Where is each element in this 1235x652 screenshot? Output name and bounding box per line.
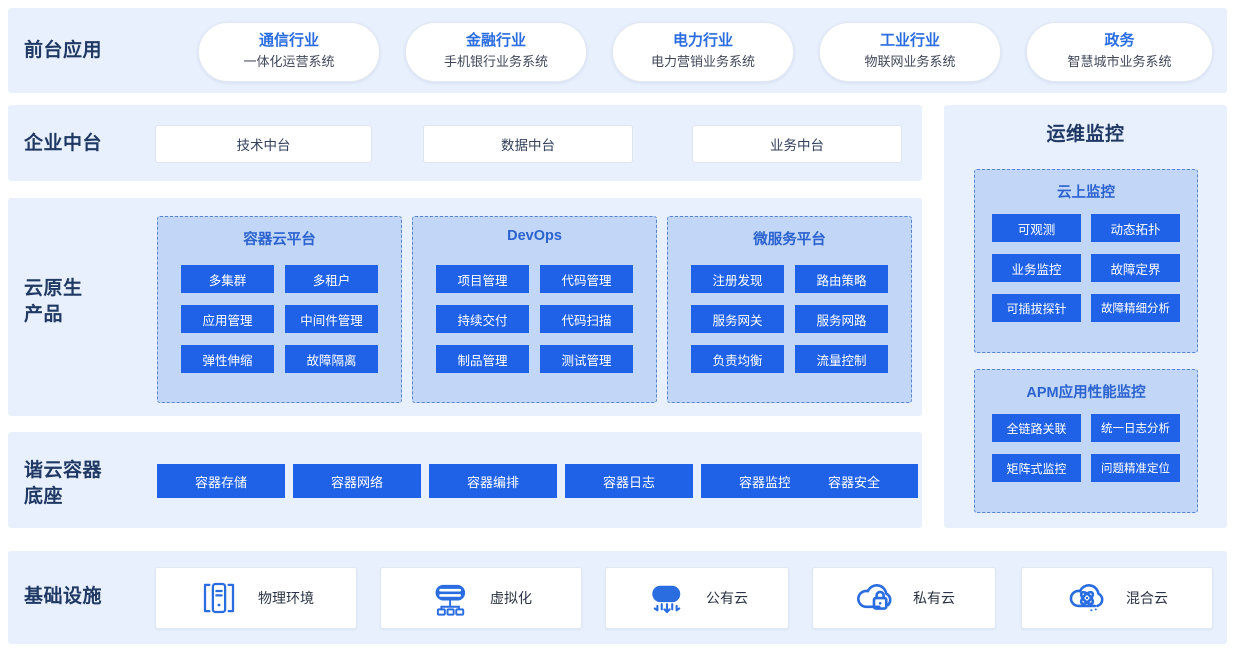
mon-tile[interactable]: 可插拔探针 xyxy=(992,294,1081,322)
front-app-title: 工业行业 xyxy=(879,32,940,50)
cn-tile[interactable]: 中间件管理 xyxy=(285,305,378,333)
infrastructure-card-physical[interactable]: 物理环境 xyxy=(155,567,357,629)
cn-tile[interactable]: 多租户 xyxy=(285,265,378,293)
infrastructure-card-virtualization[interactable]: 虚拟化 xyxy=(380,567,582,629)
group-title: DevOps xyxy=(507,228,562,244)
base-tile[interactable]: 容器编排 xyxy=(429,464,557,498)
mon-tile[interactable]: 动态拓扑 xyxy=(1091,214,1180,242)
apm-tile[interactable]: 统一日志分析 xyxy=(1091,414,1180,442)
cn-tile[interactable]: 故障隔离 xyxy=(285,345,378,373)
infrastructure-row: 基础设施 物理环境 xyxy=(8,551,1227,644)
cloud-native-group-container-platform: 容器云平台 多集群 多租户 应用管理 中间件管理 弹性伸缩 故障隔离 xyxy=(157,216,402,403)
ops-monitoring-panel: 运维监控 云上监控 可观测 动态拓扑 业务监控 故障定界 可插拔探针 故障精细分… xyxy=(944,105,1227,528)
cloud-native-group-devops: DevOps 项目管理 代码管理 持续交付 代码扫描 制品管理 测试管理 xyxy=(412,216,657,403)
base-tile[interactable]: 容器存储 xyxy=(157,464,285,498)
group-title: 容器云平台 xyxy=(243,232,316,248)
mon-tile[interactable]: 故障定界 xyxy=(1091,254,1180,282)
cn-tile[interactable]: 应用管理 xyxy=(181,305,274,333)
middle-platform-item-1[interactable]: 数据中台 xyxy=(423,125,633,163)
group-title: APM应用性能监控 xyxy=(1026,385,1146,401)
front-app-subtitle: 手机银行业务系统 xyxy=(443,53,548,69)
mon-tile[interactable]: 可观测 xyxy=(992,214,1081,242)
middle-platform-item-2[interactable]: 业务中台 xyxy=(692,125,902,163)
group-title: 云上监控 xyxy=(1057,185,1115,201)
cloud-native-group-microservice: 微服务平台 注册发现 路由策略 服务网关 服务网路 负责均衡 流量控制 xyxy=(667,216,912,403)
monitor-group-cloud: 云上监控 可观测 动态拓扑 业务监控 故障定界 可插拔探针 故障精细分析 xyxy=(974,169,1198,353)
cn-tile[interactable]: 路由策略 xyxy=(795,265,888,293)
infrastructure-card-label: 私有云 xyxy=(913,590,955,606)
middle-platform-item-0[interactable]: 技术中台 xyxy=(155,125,372,163)
private-cloud-lock-icon xyxy=(853,577,895,619)
cloud-virtualization-icon xyxy=(430,577,472,619)
cn-tile[interactable]: 持续交付 xyxy=(436,305,529,333)
cn-tile[interactable]: 注册发现 xyxy=(691,265,784,293)
infrastructure-card-label: 混合云 xyxy=(1126,590,1168,606)
cn-tile[interactable]: 弹性伸缩 xyxy=(181,345,274,373)
front-app-title: 电力行业 xyxy=(672,32,733,50)
base-tile[interactable]: 容器安全 xyxy=(790,464,918,498)
cn-tile[interactable]: 项目管理 xyxy=(436,265,529,293)
cloud-native-products-label: 云原生 产品 xyxy=(24,278,83,325)
cn-tile[interactable]: 流量控制 xyxy=(795,345,888,373)
container-base-row: 谐云容器 底座 容器存储 容器网络 容器编排 容器日志 容器监控 容器安全 xyxy=(8,432,922,528)
enterprise-middle-platform-label: 企业中台 xyxy=(24,133,103,154)
front-app-subtitle: 一体化运营系统 xyxy=(243,53,335,69)
cn-tile[interactable]: 负责均衡 xyxy=(691,345,784,373)
cn-tile[interactable]: 测试管理 xyxy=(540,345,633,373)
front-applications-label: 前台应用 xyxy=(24,40,103,61)
front-app-card-2[interactable]: 电力行业 电力营销业务系统 xyxy=(612,22,794,82)
front-app-card-0[interactable]: 通信行业 一体化运营系统 xyxy=(198,22,380,82)
front-applications-row: 前台应用 通信行业 一体化运营系统 金融行业 手机银行业务系统 电力行业 电力营… xyxy=(8,8,1227,93)
cloud-native-products-row: 云原生 产品 容器云平台 多集群 多租户 应用管理 中间件管理 弹性伸缩 故障隔… xyxy=(8,198,922,416)
infrastructure-card-public-cloud[interactable]: 公有云 xyxy=(605,567,789,629)
infrastructure-label: 基础设施 xyxy=(24,586,103,607)
apm-tile[interactable]: 矩阵式监控 xyxy=(992,454,1081,482)
base-tile[interactable]: 容器网络 xyxy=(293,464,421,498)
front-app-card-4[interactable]: 政务 智慧城市业务系统 xyxy=(1026,22,1213,82)
container-base-label: 谐云容器 底座 xyxy=(24,460,103,507)
front-app-subtitle: 物联网业务系统 xyxy=(864,53,956,69)
cn-tile[interactable]: 制品管理 xyxy=(436,345,529,373)
infrastructure-card-hybrid-cloud[interactable]: 混合云 xyxy=(1021,567,1213,629)
apm-tile[interactable]: 全链路关联 xyxy=(992,414,1081,442)
front-app-title: 金融行业 xyxy=(465,32,526,50)
mon-tile[interactable]: 故障精细分析 xyxy=(1091,294,1180,322)
apm-tile[interactable]: 问题精准定位 xyxy=(1091,454,1180,482)
infrastructure-card-label: 公有云 xyxy=(706,590,748,606)
cn-tile[interactable]: 服务网关 xyxy=(691,305,784,333)
cn-tile[interactable]: 代码扫描 xyxy=(540,305,633,333)
hybrid-cloud-icon xyxy=(1066,577,1108,619)
infrastructure-card-private-cloud[interactable]: 私有云 xyxy=(812,567,996,629)
front-app-card-3[interactable]: 工业行业 物联网业务系统 xyxy=(819,22,1001,82)
infrastructure-card-label: 物理环境 xyxy=(258,590,314,606)
public-cloud-icon xyxy=(646,577,688,619)
front-app-title: 政务 xyxy=(1104,32,1135,50)
front-app-subtitle: 电力营销业务系统 xyxy=(650,53,755,69)
ops-monitoring-title: 运维监控 xyxy=(1046,124,1125,145)
enterprise-middle-platform-row: 企业中台 技术中台 数据中台 业务中台 xyxy=(8,105,922,181)
front-app-subtitle: 智慧城市业务系统 xyxy=(1067,53,1172,69)
cn-tile[interactable]: 服务网路 xyxy=(795,305,888,333)
cn-tile[interactable]: 多集群 xyxy=(181,265,274,293)
front-app-title: 通信行业 xyxy=(258,32,319,50)
infrastructure-card-label: 虚拟化 xyxy=(490,590,532,606)
mon-tile[interactable]: 业务监控 xyxy=(992,254,1081,282)
base-tile[interactable]: 容器日志 xyxy=(565,464,693,498)
cn-tile[interactable]: 代码管理 xyxy=(540,265,633,293)
group-title: 微服务平台 xyxy=(753,232,826,248)
monitor-group-apm: APM应用性能监控 全链路关联 统一日志分析 矩阵式监控 问题精准定位 xyxy=(974,369,1198,513)
server-rack-icon xyxy=(198,577,240,619)
front-app-card-1[interactable]: 金融行业 手机银行业务系统 xyxy=(405,22,587,82)
